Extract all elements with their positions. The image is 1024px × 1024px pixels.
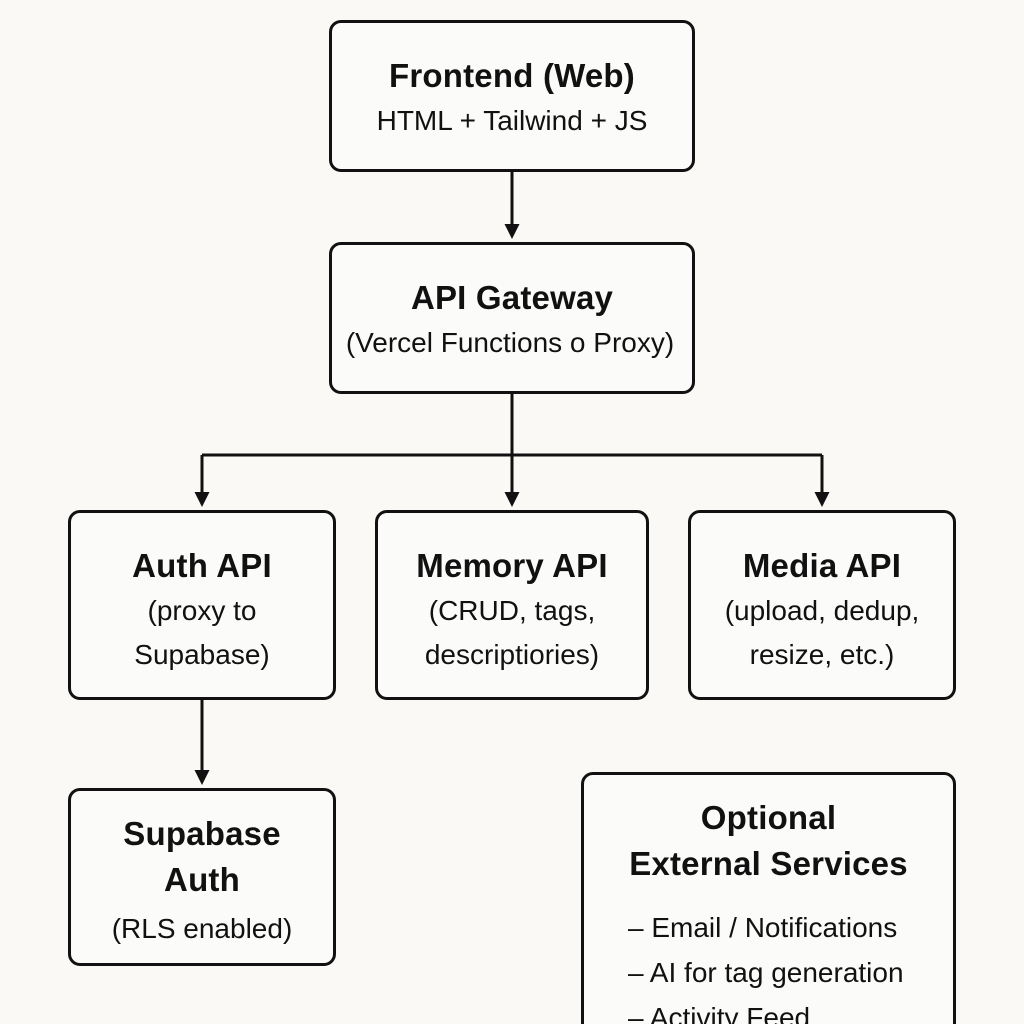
external-services-list: – Email / Notifications – AI for tag gen… xyxy=(584,905,953,1024)
node-media-api-line: resize, etc.) xyxy=(749,639,895,670)
node-frontend-title: Frontend (Web) xyxy=(389,57,635,94)
external-service-item: – Activity Feed xyxy=(628,1002,811,1024)
node-auth-api-line: (proxy to xyxy=(147,595,257,626)
node-media-api-title: Media API xyxy=(742,547,902,584)
node-api-gateway: API Gateway (Vercel Functions o Proxy) xyxy=(329,242,695,394)
node-supabase-auth-title: Auth xyxy=(164,861,240,898)
node-supabase-auth: Supabase Auth (RLS enabled) xyxy=(68,788,336,966)
node-frontend-subtitle: HTML + Tailwind + JS xyxy=(376,105,648,136)
node-optional-external-services: Optional External Services – Email / Not… xyxy=(581,772,956,1024)
node-auth-api: Auth API (proxy to Supabase) xyxy=(68,510,336,700)
node-supabase-auth-subtitle: (RLS enabled) xyxy=(111,913,293,944)
node-frontend: Frontend (Web) HTML + Tailwind + JS xyxy=(329,20,695,172)
node-external-title: Optional xyxy=(700,799,837,836)
node-memory-api: Memory API (CRUD, tags, descriptiories) xyxy=(375,510,649,700)
node-media-api: Media API (upload, dedup, resize, etc.) xyxy=(688,510,956,700)
node-auth-api-line: Supabase) xyxy=(134,639,270,670)
node-external-title: External Services xyxy=(629,845,908,882)
external-service-item: – AI for tag generation xyxy=(628,957,904,988)
node-api-gateway-title: API Gateway xyxy=(410,279,614,316)
node-api-gateway-subtitle: (Vercel Functions o Proxy) xyxy=(345,327,675,358)
node-supabase-auth-title: Supabase xyxy=(123,815,281,852)
node-memory-api-line: descriptiories) xyxy=(424,639,600,670)
node-memory-api-title: Memory API xyxy=(416,547,608,584)
external-service-item: – Email / Notifications xyxy=(628,912,898,943)
node-memory-api-line: (CRUD, tags, xyxy=(428,595,596,626)
node-auth-api-title: Auth API xyxy=(132,547,272,584)
node-media-api-line: (upload, dedup, xyxy=(724,595,920,626)
